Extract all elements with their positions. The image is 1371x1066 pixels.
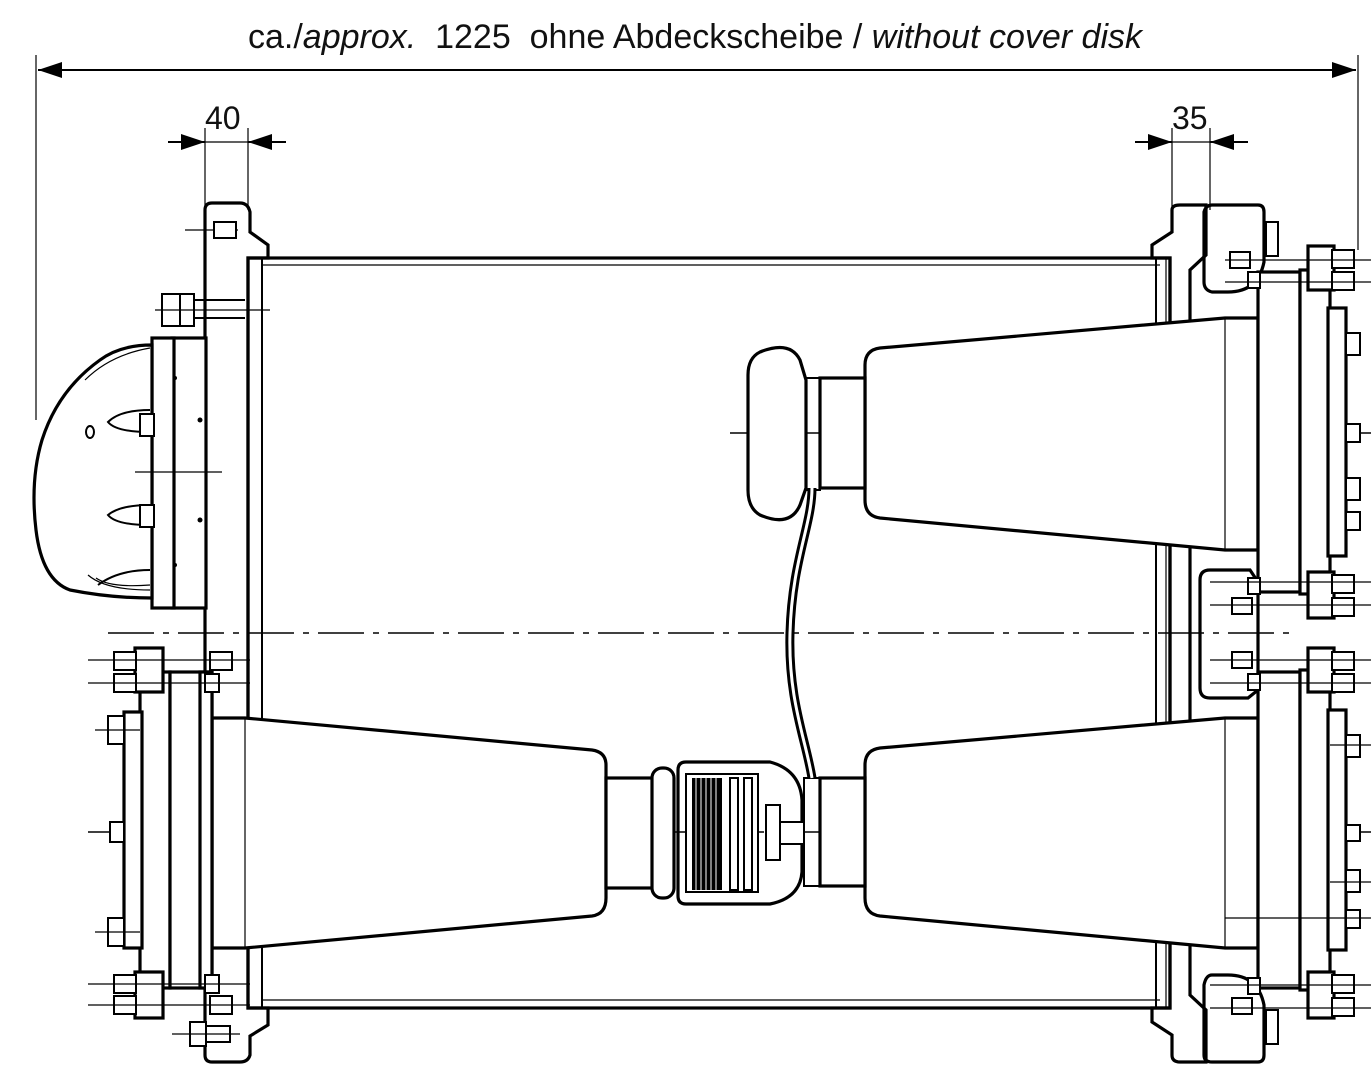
left-end-plate <box>203 201 270 1064</box>
overall-dimension <box>35 55 1359 420</box>
lower-left-flange-plate <box>88 646 250 1047</box>
coupling-disc-stack <box>692 778 722 890</box>
title-text-de: ohne Abdeckscheibe / <box>529 18 863 56</box>
shaft-coupling <box>676 760 805 906</box>
title-value: 1225 <box>435 18 511 56</box>
lower-left-cone-roller <box>210 716 676 950</box>
left-flange-dimension-label: 40 <box>205 100 241 136</box>
left-gear-motor <box>32 336 222 610</box>
right-flange-dimension-label: 35 <box>1172 100 1208 136</box>
right-flange-dimension <box>1135 128 1248 210</box>
title-prefix-italic: approx. <box>302 18 417 56</box>
overall-length-dimension-label: ca./approx. 1225 ohne Abdeckscheibe / wi… <box>0 18 1371 57</box>
left-top-bolts <box>155 221 270 327</box>
title-prefix: ca./ <box>247 18 303 56</box>
upper-right-flange-plate <box>1210 221 1371 620</box>
drive-belt <box>785 487 817 779</box>
title-text-en: without cover disk <box>871 18 1143 56</box>
lower-right-cone-roller <box>803 716 1260 950</box>
upper-right-cone-roller <box>746 316 1260 552</box>
left-flange-dimension <box>168 128 286 210</box>
lower-right-flange-plate <box>1210 646 1371 1045</box>
